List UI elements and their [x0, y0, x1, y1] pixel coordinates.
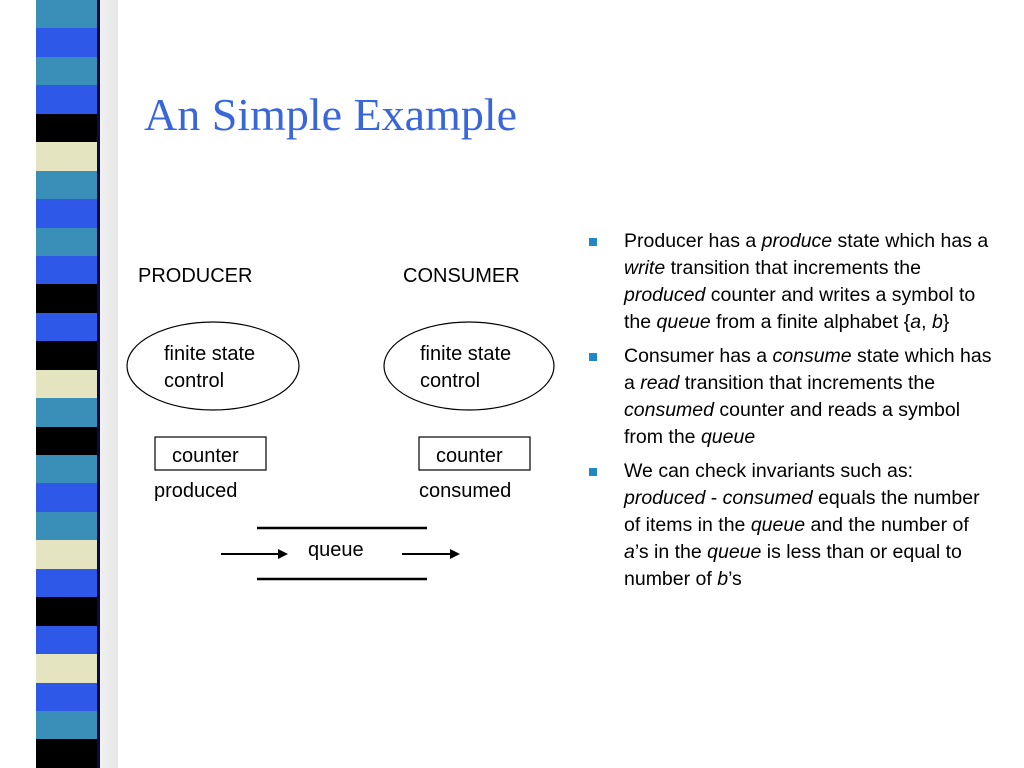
- stripe-band: [36, 284, 98, 313]
- slide-title: An Simple Example: [144, 89, 518, 140]
- bullet-emphasis: produced: [624, 487, 706, 509]
- bullet-item: We can check invariants such as: produce…: [586, 458, 996, 593]
- producer-state-ellipse: [126, 321, 300, 411]
- consumer-counter-box: [418, 436, 531, 471]
- stripe-band: [36, 739, 98, 768]
- stripe-band: [36, 170, 98, 200]
- bullet-item: Producer has a produce state which has a…: [586, 228, 996, 336]
- stripe-band: [36, 28, 98, 57]
- bullet-text: counter and writes a symbol to the: [624, 284, 976, 333]
- bullet-square-icon: [589, 353, 597, 361]
- stripe-band: [36, 113, 98, 143]
- producer-counter-name: produced: [154, 480, 237, 502]
- bullet-text: is less than or equal to number of: [624, 541, 962, 590]
- consumer-fsc-line1: finite state: [420, 343, 511, 365]
- bullet-emphasis: consumed: [722, 487, 813, 509]
- bullet-text: from a finite alphabet {: [710, 311, 911, 333]
- consumer-state-ellipse: [383, 321, 555, 411]
- bullet-emphasis: queue: [700, 426, 756, 448]
- stripe-band: [36, 568, 98, 598]
- stripe-band: [36, 0, 98, 29]
- bullet-text: We can check invariants such as:: [624, 460, 914, 482]
- bullet-text: transition that increments the: [679, 372, 936, 394]
- stripe-band: [36, 540, 98, 569]
- bullet-text: ’s: [728, 568, 742, 590]
- queue-in-arrow-icon: [221, 549, 288, 559]
- bullet-text: }: [942, 311, 950, 333]
- stripe-band: [36, 455, 98, 484]
- stripe-band: [36, 255, 98, 285]
- producer-fsc-line1: finite state: [164, 343, 255, 365]
- stripe-band: [36, 710, 98, 740]
- producer-counter-label: counter: [172, 445, 239, 467]
- producer-counter-box: [154, 436, 267, 471]
- stripe-band: [36, 625, 98, 655]
- stripe-band: [36, 199, 98, 228]
- bullet-square-icon: [589, 468, 597, 476]
- producer-heading: PRODUCER: [138, 265, 252, 287]
- consumer-counter-label: counter: [436, 445, 503, 467]
- bullet-text: and the number of: [805, 514, 969, 536]
- stripe-band: [36, 426, 98, 455]
- bullet-text: state which has a: [832, 230, 989, 252]
- consumer-heading: CONSUMER: [403, 265, 520, 287]
- stripe-band: [36, 341, 98, 370]
- stripe-band: [36, 654, 98, 683]
- stripe-band: [36, 398, 98, 427]
- left-decorative-stripe: [36, 0, 98, 768]
- bullet-text: counter and reads a symbol from the: [624, 399, 961, 448]
- stripe-band: [36, 597, 98, 626]
- bullet-text: state which has a: [624, 345, 992, 394]
- bullet-emphasis: a: [910, 311, 922, 333]
- queue-out-arrow-icon: [402, 549, 460, 559]
- bullet-emphasis: a: [624, 541, 635, 563]
- bullet-text: -: [705, 487, 723, 509]
- bullet-text: equals the number of items in the: [624, 487, 980, 536]
- bullet-emphasis: read: [640, 372, 680, 394]
- stripe-band: [36, 142, 98, 171]
- queue-label: queue: [308, 539, 364, 561]
- bullet-text: Producer has a: [624, 230, 762, 252]
- stripe-band: [36, 511, 98, 541]
- bullet-emphasis: queue: [656, 311, 711, 333]
- bullet-text: ,: [921, 311, 932, 333]
- bullet-emphasis: produced: [624, 284, 706, 306]
- bullet-emphasis: queue: [707, 541, 762, 563]
- stripe-band: [36, 483, 98, 512]
- bullet-emphasis: consume: [772, 345, 852, 367]
- bullet-square-icon: [589, 238, 597, 246]
- stripe-band: [36, 227, 98, 256]
- bullet-emphasis: b: [717, 568, 729, 590]
- bullet-text: transition that increments the: [665, 257, 921, 279]
- bullet-emphasis: queue: [750, 514, 806, 536]
- consumer-counter-name: consumed: [419, 480, 511, 502]
- bullet-item: Consumer has a consume state which has a…: [586, 343, 996, 451]
- stripe-edge: [97, 0, 100, 768]
- bullet-emphasis: write: [624, 257, 666, 279]
- bullet-emphasis: b: [931, 311, 943, 333]
- stripe-band: [36, 682, 98, 711]
- bullet-text: ’s in the: [634, 541, 708, 563]
- stripe-band: [36, 56, 98, 86]
- stripe-band: [36, 369, 98, 399]
- producer-fsc-line2: control: [164, 370, 224, 392]
- stripe-band: [36, 85, 98, 114]
- consumer-fsc-line2: control: [420, 370, 480, 392]
- bullet-list: Producer has a produce state which has a…: [586, 228, 996, 600]
- bullet-text: Consumer has a: [624, 345, 773, 367]
- bullet-emphasis: produce: [761, 230, 833, 252]
- stripe-band: [36, 312, 98, 342]
- bullet-emphasis: consumed: [624, 399, 714, 421]
